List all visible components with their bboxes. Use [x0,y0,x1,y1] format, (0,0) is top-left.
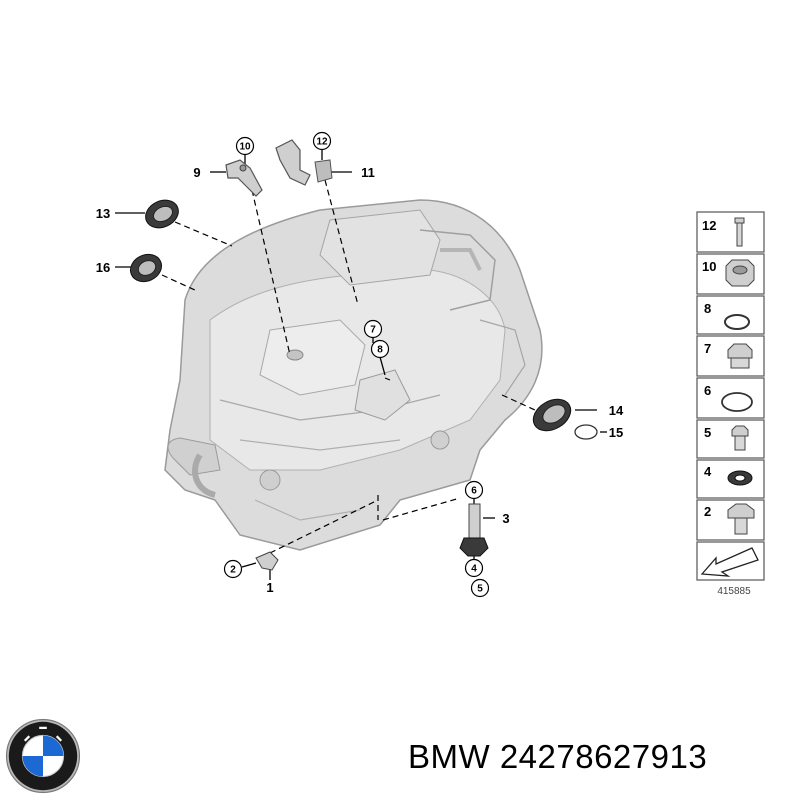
callout-15: 15 [609,425,623,440]
transmission-housing [164,199,543,551]
callout-10: 10 [239,142,251,153]
callout-14: 14 [609,403,624,418]
drain-plug-part-3 [459,503,489,557]
clip-part-1 [255,551,279,571]
callout-7: 7 [370,325,376,336]
callout-9: 9 [193,165,200,180]
o-ring-15 [574,424,598,440]
legend-item-6: 6 [696,377,765,419]
callout-12: 12 [316,137,328,148]
callout-6: 6 [471,486,477,497]
svg-text:12: 12 [702,218,716,233]
diagram-ref-code: 415885 [717,586,751,597]
svg-text:7: 7 [704,341,711,356]
callout-16: 16 [96,260,110,275]
callout-11: 11 [361,165,375,180]
legend-item-2: 2 [696,499,765,541]
part-number-title: BMW 24278627913 [408,738,708,775]
callout-2: 2 [230,565,236,576]
plain-callouts: 9 11 13 16 14 15 3 1 [96,165,624,595]
seal-ring-16 [129,253,163,283]
bmw-roundel-icon [5,718,81,794]
svg-text:4: 4 [704,464,712,479]
callout-5: 5 [477,584,483,595]
legend-item-10: 10 [696,253,765,295]
seal-ring-13 [145,199,179,229]
legend-arrow-box [696,541,765,581]
svg-text:5: 5 [704,425,711,440]
legend-item-8: 8 [696,295,765,335]
svg-text:2: 2 [704,504,711,519]
legend-item-7: 7 [696,335,765,377]
callout-8: 8 [377,345,383,356]
legend-item-5: 5 [696,419,765,459]
svg-text:8: 8 [704,301,711,316]
callout-4: 4 [471,564,477,575]
leader-lines [161,179,536,554]
bracket-part-9 [225,159,263,197]
callout-3: 3 [502,511,509,526]
callout-1: 1 [266,580,273,595]
legend-item-12: 12 [696,211,765,253]
svg-text:6: 6 [704,383,711,398]
circled-callouts: 10 12 7 8 6 4 5 2 [223,131,490,598]
svg-text:10: 10 [702,259,716,274]
parts-legend: 12 10 8 7 6 5 [696,211,765,597]
bracket-part-11 [275,139,333,186]
callout-13: 13 [96,206,110,221]
seal-ring-14 [532,398,572,432]
legend-item-4: 4 [696,459,765,499]
